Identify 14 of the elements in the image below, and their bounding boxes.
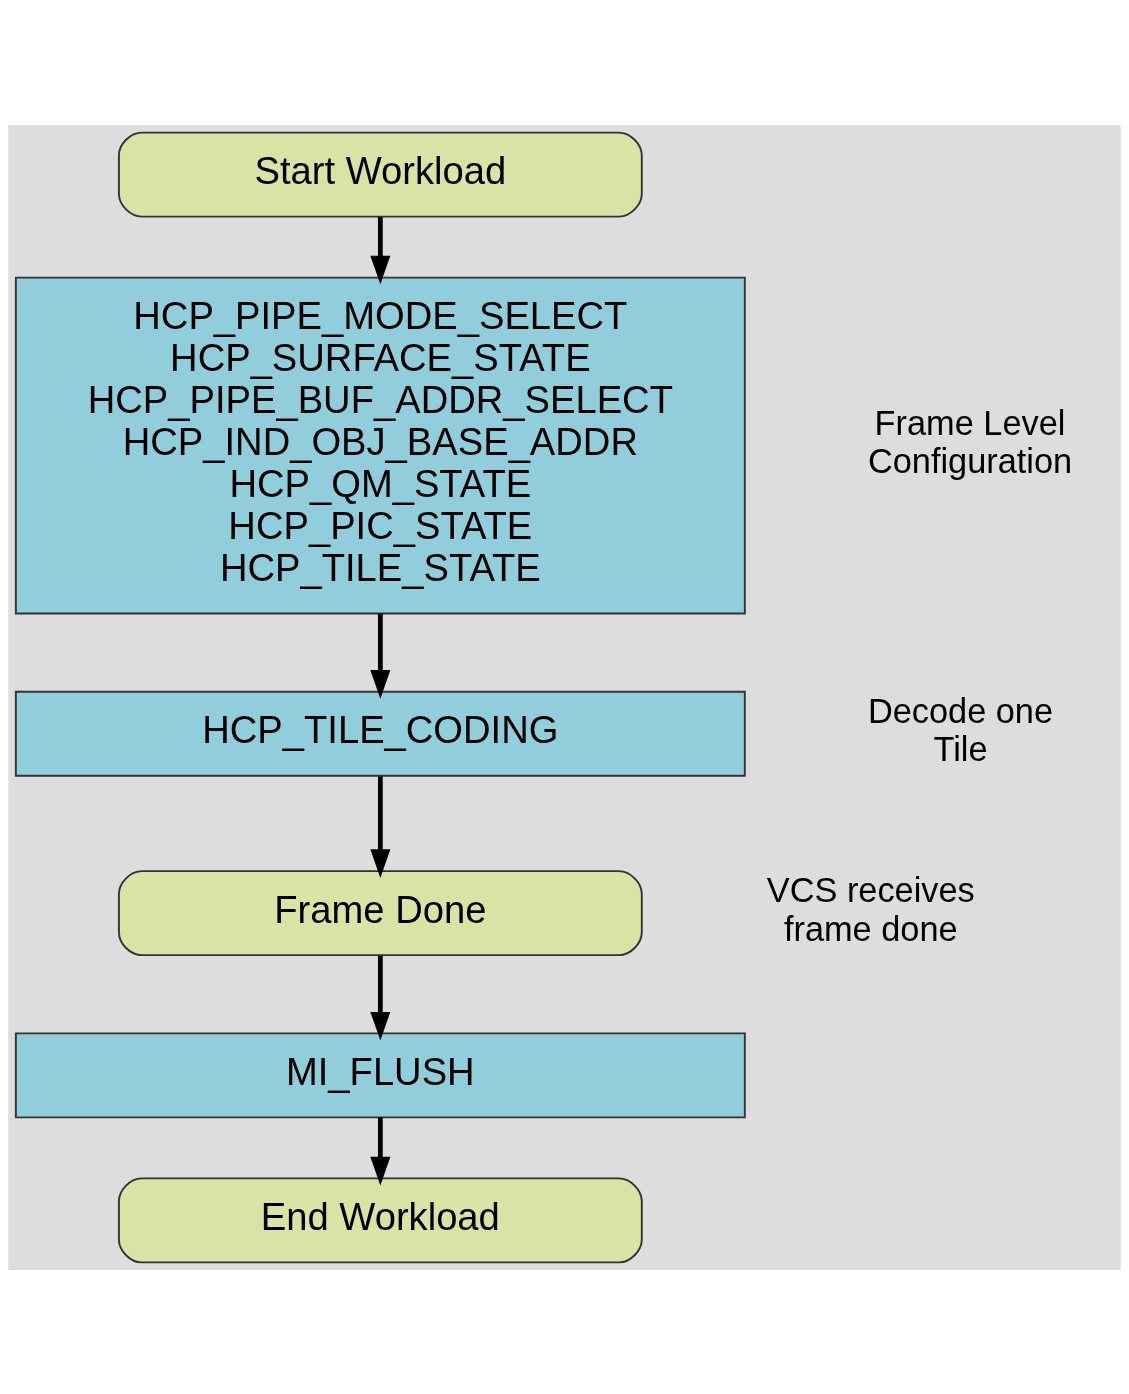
- node-box: Frame Done: [117, 869, 643, 956]
- node-label: VCS receives frame done: [766, 870, 975, 948]
- node-box: HCP_TILE_CODING: [14, 690, 746, 777]
- arrow: [370, 1116, 391, 1185]
- node-box: HCP_PIPE_MODE_SELECT HCP_SURFACE_STATE HCP_PIPE_BUF_ADDR_SELECT HCP_IND_OBJ_BASE_ADDR HCP_QM_STATE HCP_PIC_STATE HCP_TILE_STATE: [14, 276, 746, 614]
- arrow: [370, 613, 391, 699]
- node-box: MI_FLUSH: [14, 1031, 746, 1118]
- node-label: Decode one Tile: [867, 691, 1054, 768]
- node-label: Frame Level Configuration: [867, 403, 1073, 480]
- arrow: [370, 955, 391, 1041]
- node-box: Start Workload: [117, 131, 643, 218]
- arrow: [370, 775, 391, 878]
- node-box: End Workload: [117, 1176, 643, 1263]
- arrow: [370, 216, 391, 284]
